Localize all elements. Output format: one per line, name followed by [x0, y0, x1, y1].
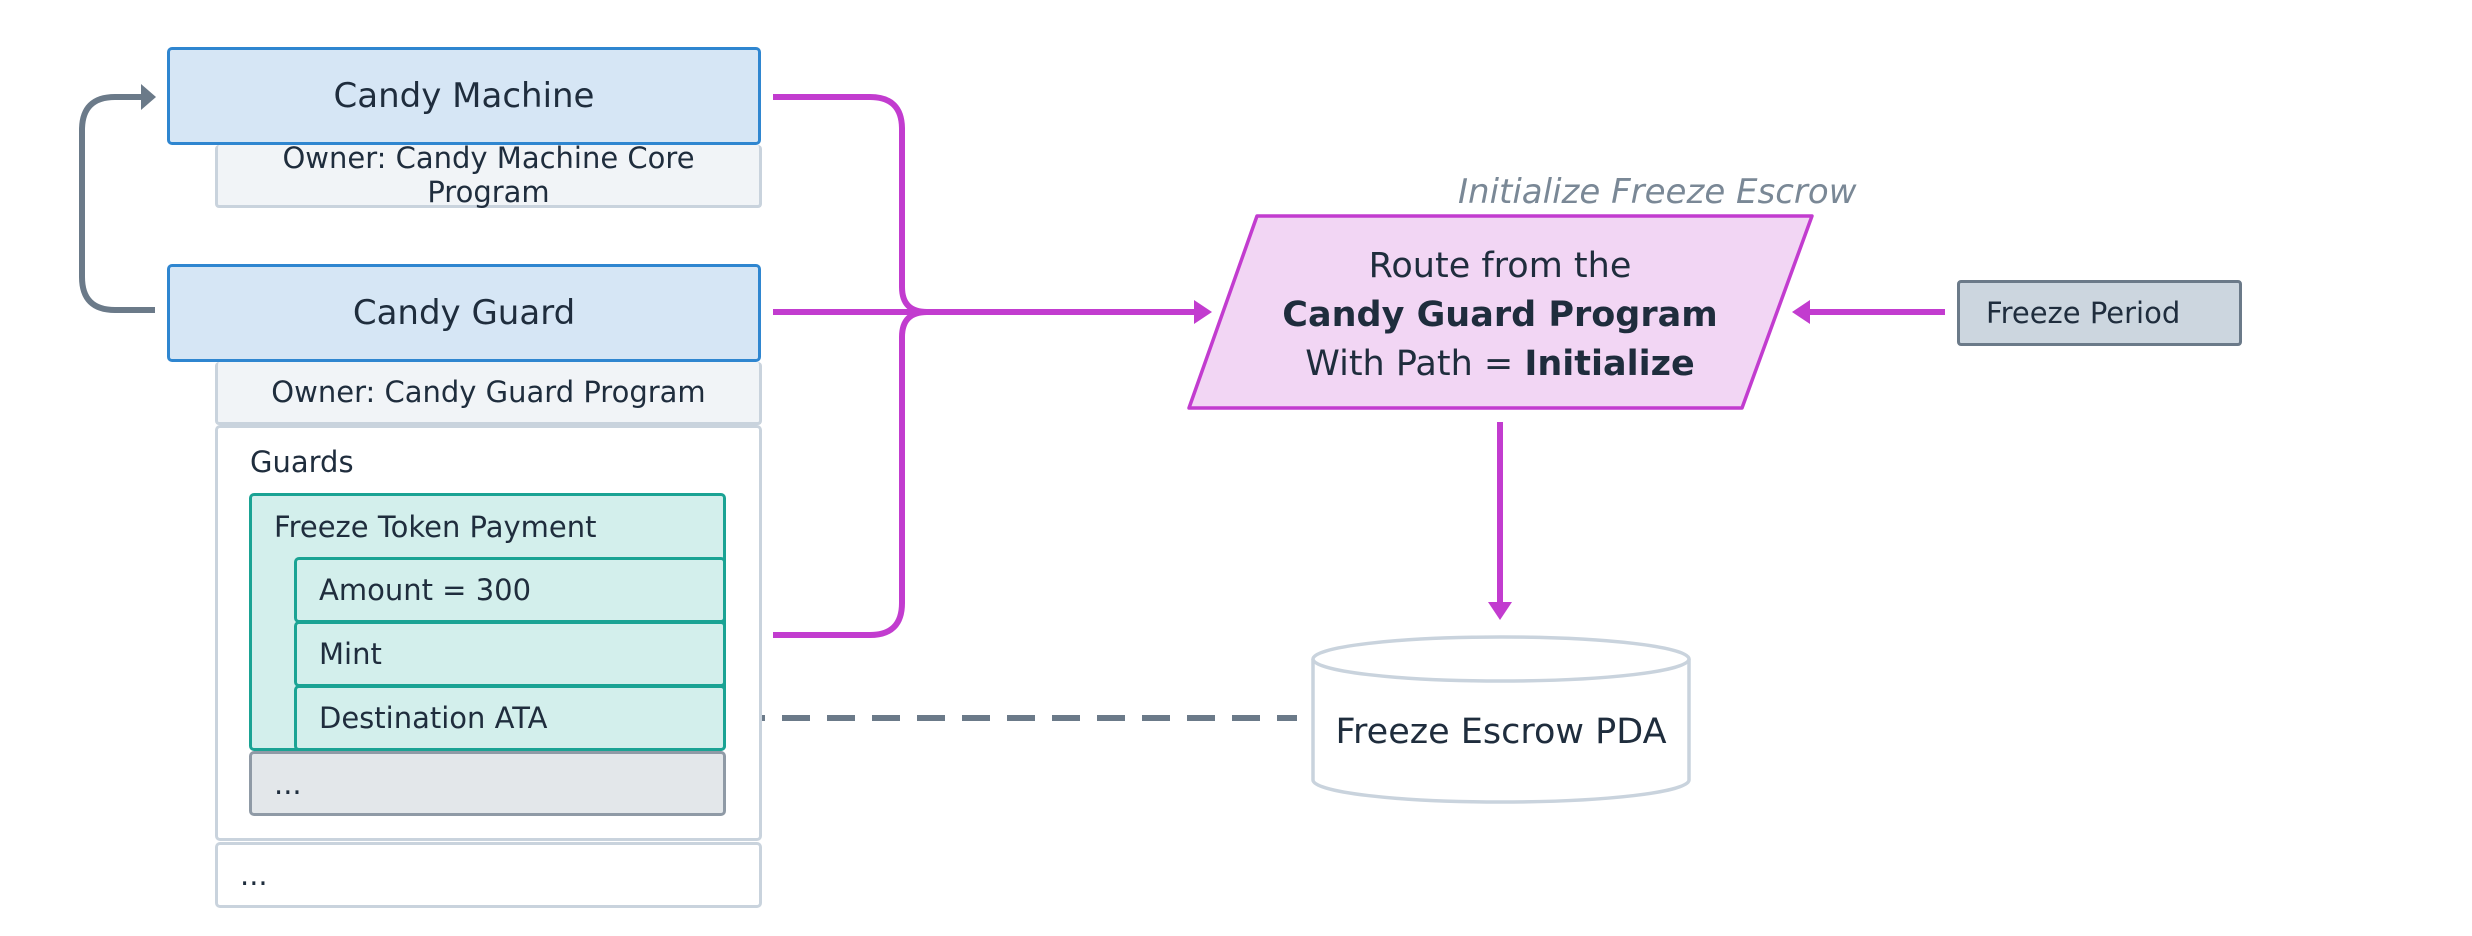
- instruction-input-arrowhead: [1194, 300, 1212, 324]
- more-data-box: ...: [215, 842, 762, 908]
- candy-guard-owner-label: Owner: Candy Guard Program: [271, 375, 706, 409]
- freeze-period-arrowhead: [1792, 300, 1810, 324]
- candy-machine-owner: Owner: Candy Machine Core Program: [215, 141, 762, 209]
- candy-guard-title: Candy Guard: [352, 293, 576, 333]
- guard-field-amount-label: Amount = 300: [319, 573, 532, 607]
- freeze-period-box: Freeze Period: [1957, 280, 2242, 346]
- guard-field-mint-label: Mint: [319, 637, 382, 671]
- more-guards-label: ...: [274, 766, 302, 801]
- instruction-program-name: Candy Guard Program: [1282, 295, 1718, 335]
- candy-guard-box: Candy Guard: [167, 264, 761, 362]
- instruction-line-3: With Path = Initialize: [1230, 340, 1770, 389]
- instruction-title: Initialize Freeze Escrow: [1458, 172, 1857, 212]
- candy-machine-title: Candy Machine: [333, 76, 595, 116]
- candy-machine-flow-line: [773, 94, 928, 315]
- freeze-period-label: Freeze Period: [1986, 296, 2181, 330]
- candy-machine-owner-label: Owner: Candy Machine Core Program: [282, 141, 695, 209]
- pda-cylinder: [1311, 635, 1691, 804]
- instruction-text: Route from the Candy Guard Program With …: [1230, 242, 1770, 389]
- instruction-line-1: Route from the: [1368, 246, 1632, 286]
- guard-account-flow-line: [773, 309, 928, 638]
- more-data-label: ...: [240, 858, 268, 892]
- instruction-shape: [1187, 214, 1814, 410]
- freeze-token-payment-title: Freeze Token Payment: [274, 510, 597, 544]
- freeze-escrow-pda-label: Freeze Escrow PDA: [1313, 700, 1689, 764]
- more-guards-box: ...: [249, 751, 726, 816]
- guard-to-machine-arrowhead: [141, 84, 156, 110]
- guard-field-mint: Mint: [294, 621, 726, 687]
- guard-field-destination-ata: Destination ATA: [294, 685, 726, 751]
- candy-guard-owner: Owner: Candy Guard Program: [215, 362, 762, 425]
- guard-field-amount: Amount = 300: [294, 557, 726, 623]
- candy-machine-box: Candy Machine: [167, 47, 761, 145]
- freeze-escrow-pda-text: Freeze Escrow PDA: [1335, 712, 1667, 752]
- guards-label: Guards: [250, 445, 354, 479]
- instruction-path-prefix: With Path =: [1305, 344, 1525, 384]
- guard-field-destination-ata-label: Destination ATA: [319, 701, 548, 735]
- instruction-line-2: Candy Guard Program: [1230, 291, 1770, 340]
- pda-arrowhead: [1488, 602, 1512, 620]
- instruction-path-value: Initialize: [1524, 344, 1695, 384]
- guard-to-machine-connector: [79, 94, 155, 313]
